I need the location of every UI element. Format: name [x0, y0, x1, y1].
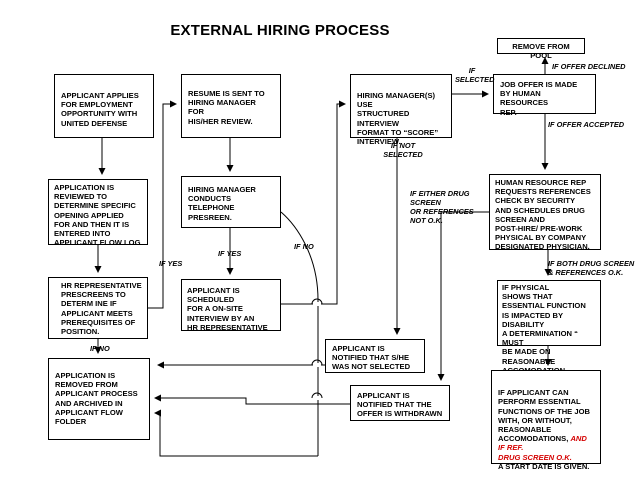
start-date-given: A START DATE IS GIVEN.: [498, 461, 590, 471]
start-date-and: AND: [570, 434, 587, 444]
box-onsite-interview: APPLICANT IS SCHEDULED FOR A ON-SITE INT…: [181, 279, 281, 332]
start-date-conditions: IF APPLICANT CAN PERFORM ESSENTIAL FUNCT…: [498, 388, 590, 444]
start-date-drug-ok: IF REF. DRUG SCREEN O.K.: [498, 443, 572, 462]
arrow-references-failed: [437, 211, 489, 381]
box-job-offer: JOB OFFER IS MADE BY HUMAN RESOURCES REP…: [493, 74, 596, 117]
box-structured-interview: HIRING MANAGER(S) USE STRUCTURED INTERVI…: [350, 74, 452, 146]
crossing-hop-2: [311, 359, 323, 366]
label-if-yes-2: IF YES: [159, 259, 183, 268]
box-references-check: HUMAN RESOURCE REP REQUESTS REFERENCES C…: [489, 174, 601, 251]
box-offer-withdrawn: APPLICANT IS NOTIFIED THAT THE OFFER IS …: [350, 385, 450, 421]
box-hr-prescreen: HR REPRESENTATIVE PRESCREENS TO DETERM I…: [48, 277, 148, 339]
label-if-yes-1: IF YES: [218, 249, 242, 258]
label-if-no-1: IF NO: [294, 242, 314, 251]
page-title: EXTERNAL HIRING PROCESS: [170, 22, 390, 39]
box-not-selected-notice: APPLICANT IS NOTIFIED THAT S/HE WAS NOT …: [325, 339, 425, 373]
arrow-prescreen-yes: [148, 100, 177, 309]
box-start-date: IF APPLICANT CAN PERFORM ESSENTIAL FUNCT…: [491, 370, 601, 471]
arrow-bottom-return: [155, 412, 318, 457]
crossing-hop-1: [311, 298, 323, 305]
box-application-reviewed: APPLICATION IS REVIEWED TO DETERMINE SPE…: [48, 179, 148, 247]
label-if-offer-accepted: IF OFFER ACCEPTED: [548, 120, 625, 129]
box-applicant-applies: APPLICANT APPLIES FOR EMPLOYMENT OPPORTU…: [54, 74, 154, 138]
box-telephone-prescreen: HIRING MANAGER CONDUCTS TELEPHONE PRESRE…: [181, 176, 281, 228]
box-resume-sent: RESUME IS SENT TO HIRING MANAGER FOR HIS…: [181, 74, 281, 138]
box-remove-from-pool: REMOVE FROM POOL: [497, 38, 585, 60]
box-physical-disability: IF PHYSICAL SHOWS THAT ESSENTIAL FUNCTIO…: [497, 280, 601, 375]
crossing-hop-3: [311, 392, 323, 399]
arrow-onsite-to-interview: [281, 100, 346, 305]
label-if-selected: IF SELECTED: [455, 66, 495, 84]
arrow-phone-no: [280, 211, 319, 456]
label-if-offer-declined: IF OFFER DECLINED: [552, 62, 626, 71]
box-application-archived: APPLICATION IS REMOVED FROM APPLICANT PR…: [48, 358, 150, 440]
label-if-not-selected: IF NOT SELECTED: [383, 141, 423, 159]
label-if-no-2: IF NO: [90, 344, 110, 353]
arrow-withdrawn-to-archive: [154, 394, 350, 405]
